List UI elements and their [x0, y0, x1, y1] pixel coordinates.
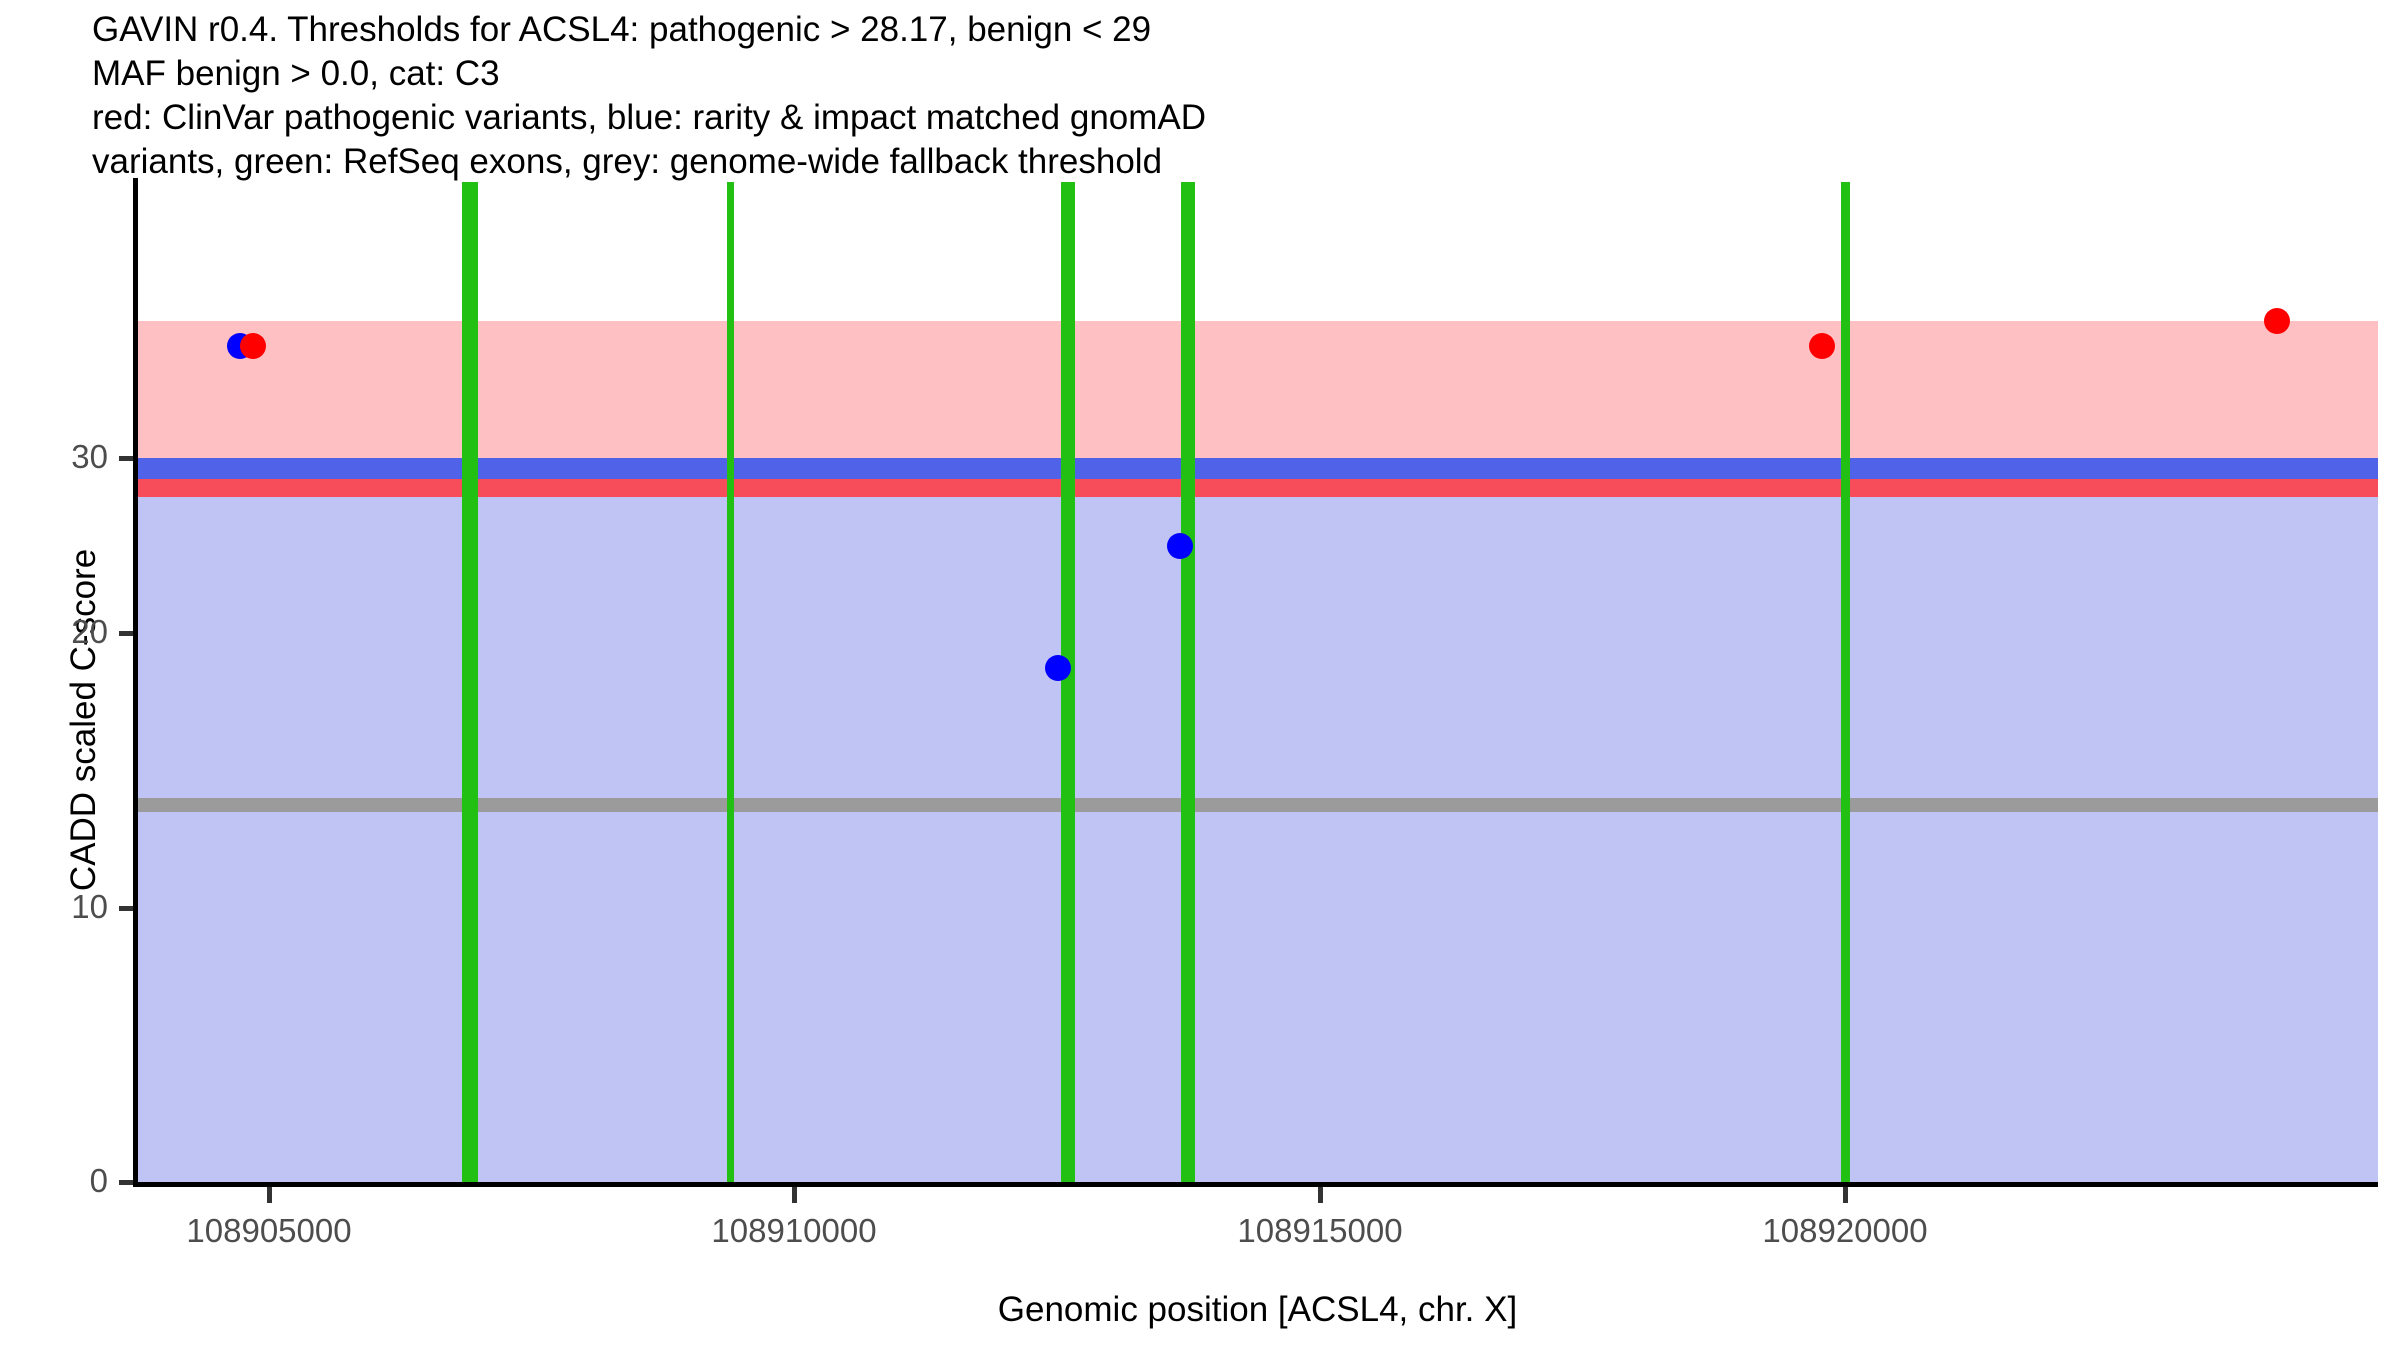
clinvar-variant-point: [2264, 308, 2290, 334]
title-line-4: variants, green: RefSeq exons, grey: gen…: [92, 142, 1163, 181]
y-tick-mark-20: [119, 631, 133, 636]
x-axis-title: Genomic position [ACSL4, chr. X]: [997, 1290, 1518, 1329]
refseq-exon-bar: [1181, 182, 1195, 1182]
x-axis-line: [133, 1182, 2378, 1187]
x-tick-mark-2: [792, 1187, 797, 1203]
fallback-threshold-line: [137, 798, 2378, 812]
pathogenic-threshold-line: [137, 479, 2378, 497]
x-tick-label-3: 108915000: [1237, 1212, 1403, 1249]
x-tick-label-2: 108910000: [711, 1212, 877, 1249]
y-tick-mark-0: [119, 1180, 133, 1185]
x-tick-mark-1: [267, 1187, 272, 1203]
gnomad-variant-point: [1045, 655, 1071, 681]
clinvar-variant-point: [1809, 333, 1835, 359]
refseq-exon-bar: [727, 182, 734, 1182]
y-tick-mark-10: [119, 906, 133, 911]
x-tick-label-4: 108920000: [1762, 1212, 1928, 1249]
refseq-exon-bar: [1061, 182, 1075, 1182]
y-tick-mark-30: [119, 456, 133, 461]
y-tick-label-10: 10: [71, 888, 108, 925]
plot-panel: [137, 182, 2378, 1182]
y-tick-label-0: 0: [89, 1162, 108, 1199]
refseq-exon-bar: [462, 182, 478, 1182]
benign-threshold-line: [137, 458, 2378, 479]
x-tick-mark-4: [1843, 1187, 1848, 1203]
x-tick-label-1: 108905000: [186, 1212, 352, 1249]
title-line-1: GAVIN r0.4. Thresholds for ACSL4: pathog…: [92, 10, 1152, 49]
y-tick-label-30: 30: [71, 438, 108, 475]
plot-title: GAVIN r0.4. Thresholds for ACSL4: pathog…: [92, 8, 2372, 184]
title-line-3: red: ClinVar pathogenic variants, blue: …: [92, 98, 1207, 137]
y-tick-label-20: 20: [71, 613, 108, 650]
x-tick-mark-3: [1318, 1187, 1323, 1203]
gnomad-variant-point: [1167, 533, 1193, 559]
y-axis-line: [133, 178, 138, 1186]
title-line-2: MAF benign > 0.0, cat: C3: [92, 54, 500, 93]
clinvar-variant-point: [240, 333, 266, 359]
refseq-exon-bar: [1841, 182, 1850, 1182]
benign-region-band: [137, 482, 2378, 1182]
